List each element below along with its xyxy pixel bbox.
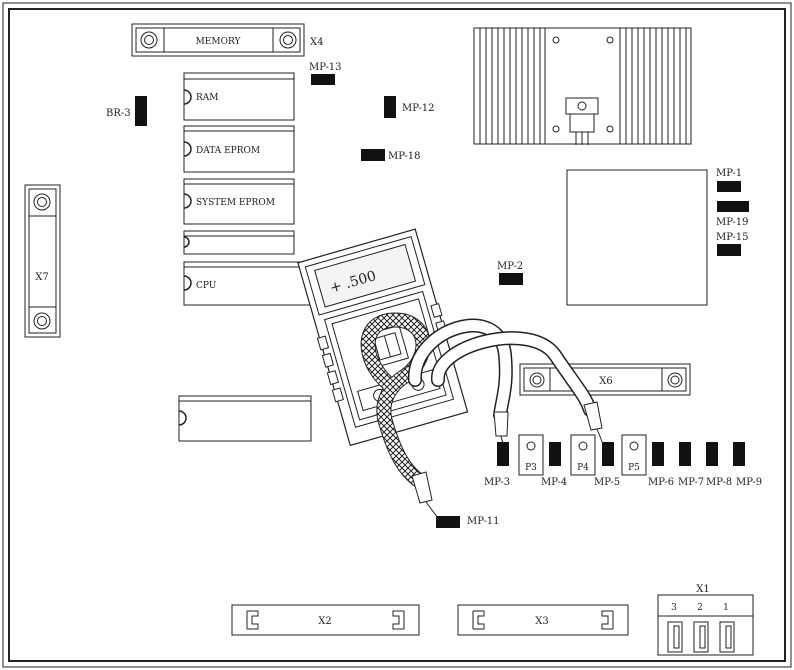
x3-connector: X3 <box>457 604 629 636</box>
mp15-pad <box>717 244 741 256</box>
p4-pad: P4 <box>570 434 596 476</box>
x2-connector: X2 <box>231 604 420 636</box>
large-ic <box>566 169 708 306</box>
br3-pad <box>135 96 147 126</box>
memory-connector: MEMORY <box>131 23 305 57</box>
system-eprom-chip: SYSTEM EPROM <box>183 178 295 225</box>
mp7-label: MP-7 <box>678 477 704 488</box>
cpu-chip: CPU <box>183 261 318 306</box>
mp19-label: MP-19 <box>716 217 749 228</box>
x7-label: X7 <box>35 272 48 283</box>
x2-label: X2 <box>318 616 331 627</box>
mp12-label: MP-12 <box>402 103 435 114</box>
data-eprom-label: DATA EPROM <box>196 146 260 156</box>
mp11-pad <box>436 516 460 528</box>
multimeter: + .500 <box>297 228 469 447</box>
mp9-pad <box>733 442 745 466</box>
x4-label: X4 <box>310 37 323 48</box>
mp13-pad <box>311 74 335 85</box>
x1-pin-3: 3 <box>671 603 677 613</box>
mp15-label: MP-15 <box>716 232 749 243</box>
board-inner-outline <box>8 8 786 662</box>
mp9-label: MP-9 <box>736 477 762 488</box>
heat-sink <box>473 27 692 145</box>
mp1-pad <box>717 181 741 192</box>
mp5-label: MP-5 <box>594 477 620 488</box>
mp1-label: MP-1 <box>716 168 742 179</box>
mp11-label: MP-11 <box>467 516 500 527</box>
x6-label: X6 <box>599 376 612 387</box>
mp19-pad <box>717 201 749 212</box>
br3-label: BR-3 <box>106 108 131 119</box>
x1-label: X1 <box>696 584 709 595</box>
cpu-label: CPU <box>196 281 217 291</box>
x7-connector: X7 <box>24 184 61 338</box>
x3-label: X3 <box>535 616 548 627</box>
p3-label: P3 <box>525 463 537 473</box>
p5-label: P5 <box>628 463 640 473</box>
x1-pin-2: 2 <box>697 603 703 613</box>
system-eprom-label: SYSTEM EPROM <box>196 198 275 208</box>
mp8-pad <box>706 442 718 466</box>
mp18-pad <box>361 149 385 161</box>
memory-label: MEMORY <box>196 37 242 47</box>
lower-chip <box>178 395 312 442</box>
x1-terminal-block: X1 3 2 1 <box>657 584 754 656</box>
mp3-label: MP-3 <box>484 477 510 488</box>
mp6-pad <box>652 442 664 466</box>
mp7-pad <box>679 442 691 466</box>
p5-pad: P5 <box>621 434 647 476</box>
x1-pin-1: 1 <box>723 603 729 613</box>
ram-chip: RAM <box>183 72 295 121</box>
mp2-label: MP-2 <box>497 261 523 272</box>
test-lead-pair <box>408 318 604 445</box>
mp8-label: MP-8 <box>706 477 732 488</box>
small-chip <box>183 230 295 255</box>
mp6-label: MP-6 <box>648 477 674 488</box>
data-eprom-chip: DATA EPROM <box>183 125 295 173</box>
mp13-label: MP-13 <box>309 62 342 73</box>
p3-pad: P3 <box>518 434 544 476</box>
x6-connector: X6 <box>519 363 691 396</box>
mp3-pad <box>497 442 509 466</box>
mp5-pad <box>602 442 614 466</box>
mp4-label: MP-4 <box>541 477 567 488</box>
mp2-pad <box>499 273 523 285</box>
mp4-pad <box>549 442 561 466</box>
mp18-label: MP-18 <box>388 151 421 162</box>
p4-label: P4 <box>577 463 589 473</box>
mp12-pad <box>384 96 396 118</box>
ram-label: RAM <box>196 93 219 103</box>
